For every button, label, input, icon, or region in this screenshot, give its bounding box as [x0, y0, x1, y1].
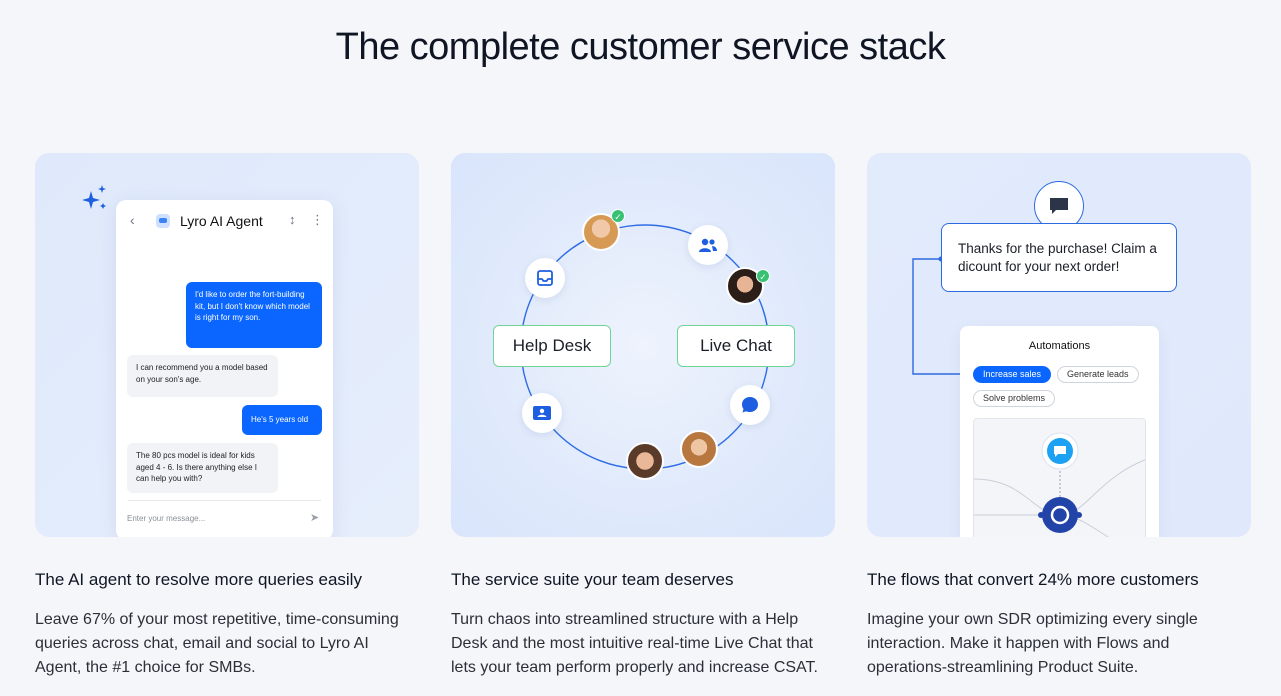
team-icon [688, 225, 728, 265]
column-body: Imagine your own SDR optimizing every si… [867, 611, 1198, 676]
page-title: The complete customer service stack [335, 26, 946, 68]
chat-title: Lyro AI Agent [180, 213, 263, 229]
check-icon: ✓ [756, 269, 770, 283]
bot-icon [156, 214, 170, 228]
column-body: Leave 67% of your most repetitive, time-… [35, 611, 399, 676]
chat-message-user: I'd like to order the fort-building kit,… [186, 282, 322, 348]
chat-bubble-icon [730, 385, 770, 425]
tag-generate-leads[interactable]: Generate leads [1057, 366, 1139, 383]
chat-widget: ‹ Lyro AI Agent ↕ ⋮ I'd like to order th… [116, 200, 333, 537]
chat-message-bot: I can recommend you a model based on you… [127, 355, 278, 397]
help-desk-label: Help Desk [493, 325, 611, 367]
message-icon [1034, 181, 1084, 231]
sort-icon[interactable]: ↕ [289, 212, 296, 227]
service-suite-card: Help Desk Live Chat ✓ ✓ [451, 153, 835, 537]
flow-message: Thanks for the purchase! Claim a dicount… [941, 223, 1177, 292]
check-icon: ✓ [611, 209, 625, 223]
automations-panel: Automations Increase sales Generate lead… [960, 326, 1159, 537]
more-icon[interactable]: ⋮ [311, 212, 324, 227]
chevron-left-icon[interactable]: ‹ [130, 212, 135, 228]
chat-message-user: He's 5 years old [242, 405, 322, 435]
chat-input[interactable]: Enter your message... [127, 514, 206, 523]
ai-agent-card: ‹ Lyro AI Agent ↕ ⋮ I'd like to order th… [35, 153, 419, 537]
column-heading: The service suite your team deserves [451, 570, 734, 589]
tag-solve-problems[interactable]: Solve problems [973, 390, 1056, 407]
ticket-icon [522, 393, 562, 433]
live-chat-label: Live Chat [677, 325, 795, 367]
sparkle-icon [82, 185, 106, 209]
customer-avatar [626, 442, 664, 480]
chat-message-bot: The 80 pcs model is ideal for kids aged … [127, 443, 278, 493]
flows-card: Thanks for the purchase! Claim a dicount… [867, 153, 1251, 537]
tag-increase-sales[interactable]: Increase sales [973, 366, 1052, 383]
flow-canvas [973, 418, 1146, 537]
customer-avatar [680, 430, 718, 468]
automations-title: Automations [1028, 340, 1091, 352]
chat-header: ‹ Lyro AI Agent ↕ ⋮ [116, 200, 333, 244]
inbox-icon [525, 258, 565, 298]
column-body: Turn chaos into streamlined structure wi… [451, 611, 818, 676]
chat-input-divider [128, 500, 321, 501]
column-heading: The flows that convert 24% more customer… [867, 570, 1199, 589]
send-icon[interactable]: ➤ [310, 512, 320, 524]
column-heading: The AI agent to resolve more queries eas… [35, 570, 362, 589]
